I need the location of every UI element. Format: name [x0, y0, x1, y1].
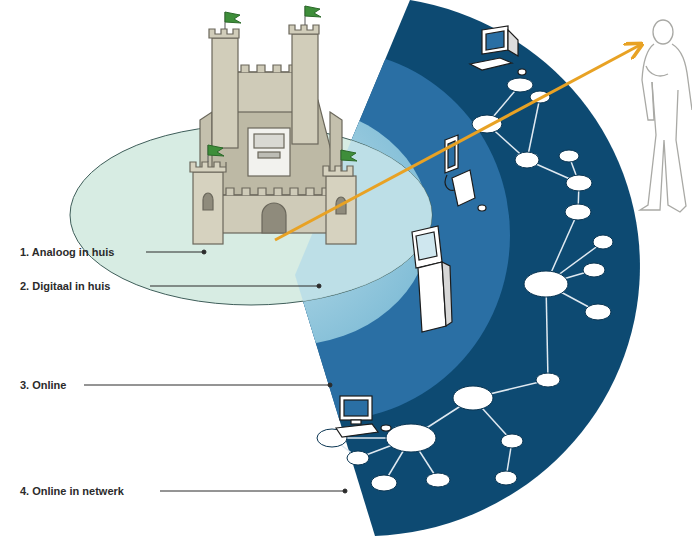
analog-ellipse	[70, 125, 432, 305]
leader-lines-part	[160, 491, 344, 492]
computer-icon-part	[344, 400, 368, 416]
analog-ellipse-overlay	[70, 125, 432, 305]
leader-lines-part	[343, 489, 347, 493]
castle-illustration-part	[248, 128, 290, 176]
callout-label: 1. Analoog in huis	[20, 246, 114, 259]
leader-lines-part	[328, 383, 332, 387]
network-nodes-part	[501, 434, 523, 448]
online-band	[150, 50, 510, 420]
network-nodes-part	[347, 451, 369, 465]
computer-icon-part	[486, 31, 504, 50]
castle-illustration-part	[262, 203, 286, 233]
castle-flags-part	[341, 150, 357, 161]
computer-icon-part	[518, 69, 526, 75]
network-nodes-part	[386, 424, 436, 452]
computer-icon-part	[482, 26, 508, 54]
network-nodes-part	[507, 78, 533, 92]
person-figure	[640, 20, 692, 212]
castle-illustration-part	[190, 162, 226, 172]
kiosk-icon-part	[412, 226, 442, 268]
leader-lines	[84, 250, 347, 493]
network-nodes-part	[565, 204, 591, 220]
network-lines-part	[527, 97, 540, 160]
callout-label: 4. Online in netwerk	[20, 485, 124, 498]
computer-icon-part	[351, 420, 361, 424]
castle-illustration-part	[323, 166, 353, 176]
computer-icon	[470, 26, 526, 75]
network-nodes-part	[559, 150, 579, 162]
network-nodes-part	[495, 471, 517, 485]
castle-illustration-part	[258, 152, 280, 158]
computer-icon-part	[470, 58, 512, 70]
computer-icon-part	[340, 396, 372, 420]
network-nodes-part	[426, 473, 450, 487]
castle-flags-part	[225, 12, 241, 23]
network-nodes-part	[536, 373, 560, 387]
person-figure-part	[646, 66, 668, 76]
network-lines-part	[546, 284, 548, 380]
leader-lines-part	[317, 284, 321, 288]
network-nodes-part	[515, 152, 539, 168]
computer-icon	[336, 396, 391, 437]
castle-flags-part	[305, 6, 321, 17]
computer-icon-part	[445, 135, 458, 173]
leader-lines-part	[146, 252, 203, 253]
outreach-arrow	[275, 45, 640, 240]
computer-icon-part	[336, 424, 378, 437]
network-nodes-part	[566, 175, 592, 191]
network-nodes-part	[453, 386, 493, 410]
computer-icon-part	[478, 205, 486, 211]
person-figure-part	[640, 82, 686, 212]
castle-illustration-part	[254, 134, 284, 148]
castle-illustration-part	[289, 25, 319, 34]
computer-icon-part	[445, 175, 455, 190]
network-nodes-part	[593, 235, 613, 249]
computer-icon-part	[508, 30, 518, 56]
leader-lines-part	[150, 286, 318, 287]
computer-icon-part	[381, 425, 391, 431]
network-nodes-part	[583, 263, 605, 277]
kiosk-icon	[412, 226, 452, 332]
callout-label: 2. Digitaal in huis	[20, 280, 110, 293]
person-figure-part	[653, 20, 673, 44]
leader-lines-part	[84, 385, 329, 386]
network-nodes-part	[371, 475, 397, 491]
computer-icon-part	[452, 170, 475, 206]
castle-flags-part	[208, 145, 224, 156]
kiosk-icon-part	[442, 262, 452, 326]
castle-flags	[208, 6, 357, 166]
person-figure-part	[672, 44, 692, 110]
kiosk-icon-part	[418, 262, 446, 332]
network-nodes-part	[472, 115, 502, 133]
castle-illustration-part	[203, 193, 213, 210]
castle-illustration-part	[209, 29, 239, 38]
network-lines	[332, 85, 603, 483]
castle-illustration-part	[193, 172, 223, 244]
network-nodes-part	[585, 304, 611, 320]
castle-illustration-part	[292, 34, 318, 144]
network-nodes-part	[524, 271, 568, 297]
castle-illustration-part	[212, 38, 238, 148]
kiosk-icon-part	[416, 232, 437, 260]
leader-lines-part	[202, 250, 206, 254]
callout-label: 3. Online	[20, 379, 66, 392]
